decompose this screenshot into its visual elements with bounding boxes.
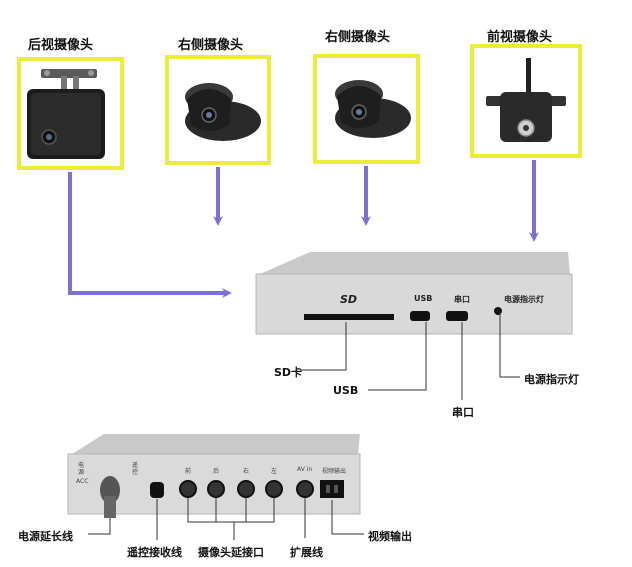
back-remote-label: 遥 控	[132, 462, 139, 476]
power-led-panel-label: 电源指示灯	[504, 295, 544, 304]
camera-port-left	[265, 480, 283, 498]
main-unit-back	[67, 434, 361, 518]
camera-port-right	[237, 480, 255, 498]
usb-callout: USB	[333, 384, 359, 397]
rear-camera-icon	[27, 69, 105, 159]
back-acc-label: ACC	[76, 478, 89, 485]
rear-camera-arrow	[68, 172, 232, 298]
power-led-callout: 电源指示灯	[524, 373, 579, 386]
serial-port-icon	[446, 311, 468, 321]
front-camera-frame	[470, 44, 582, 158]
right-camera-title-2: 右侧摄像头	[325, 30, 391, 45]
serial-port-label: 串口	[454, 295, 470, 304]
rear-camera-title: 后视摄像头	[28, 38, 94, 53]
remote-rx-callout: 遥控接收线	[127, 546, 182, 559]
extension-port	[296, 480, 314, 498]
side-camera-icon-1	[185, 83, 261, 141]
front-camera-title: 前视摄像头	[487, 30, 553, 45]
power-ext-callout: 电源延长线	[18, 530, 73, 543]
back-power-label: 电 源	[78, 462, 85, 476]
video-out-socket	[320, 480, 344, 498]
port-label-rear: 后	[213, 468, 220, 475]
camera-ports-callout: 摄像头延接口	[198, 546, 264, 559]
video-out-callout: 视频输出	[368, 530, 412, 543]
main-unit-front	[255, 252, 573, 335]
usb-port-icon	[410, 311, 430, 321]
camera-port-rear	[207, 480, 225, 498]
camera-port-front	[179, 480, 197, 498]
ext-port-label: AV in	[297, 466, 313, 473]
rear-camera-frame	[17, 57, 124, 170]
right-camera-frame-1	[165, 55, 271, 165]
right-camera-title-1: 右侧摄像头	[178, 38, 244, 53]
usb-port-label: USB	[414, 294, 433, 303]
side-camera-icon-2	[335, 80, 411, 138]
sd-card-callout: SD卡	[274, 366, 303, 379]
right-camera-frame-2	[313, 54, 420, 164]
ext-line-callout: 扩展线	[290, 546, 323, 559]
sd-card-slot	[304, 314, 394, 320]
front-camera-icon	[486, 58, 566, 142]
port-label-left: 左	[271, 468, 278, 475]
serial-callout: 串口	[452, 406, 474, 419]
port-label-front: 前	[185, 468, 192, 475]
sd-logo: SD	[340, 293, 358, 306]
video-out-panel-label: 视频输出	[322, 468, 347, 475]
port-label-right: 右	[243, 468, 250, 475]
remote-socket-icon	[150, 482, 164, 498]
